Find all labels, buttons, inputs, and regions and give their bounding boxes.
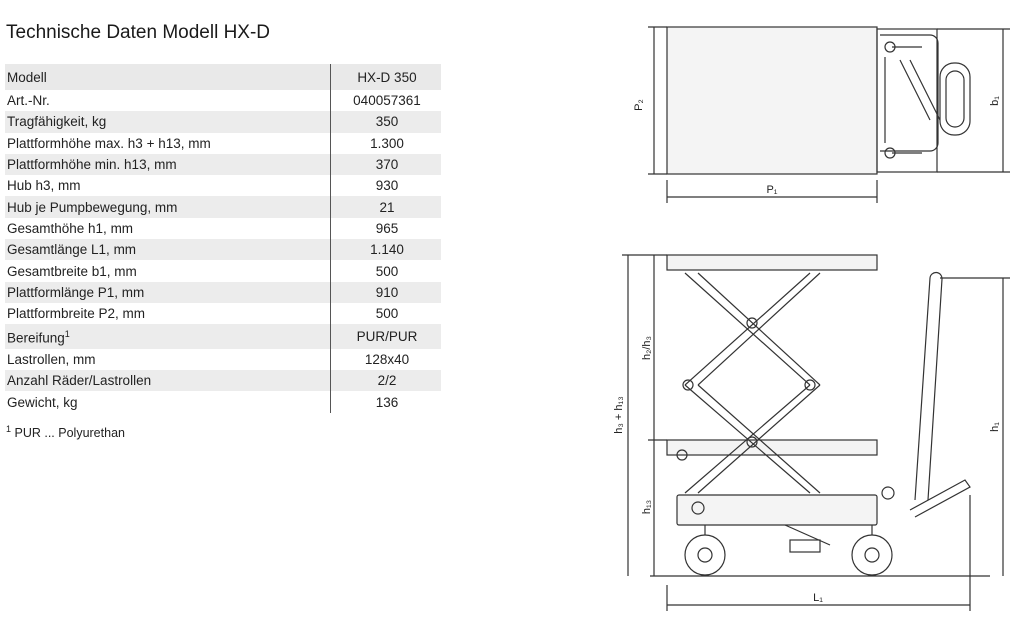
row-label-text: Hub je Pumpbewegung, mm (7, 199, 178, 215)
row-value: 350 (329, 111, 441, 133)
table-row: Plattformbreite P2, mm 500 (5, 302, 441, 325)
row-label: Plattformhöhe min. h13, mm (5, 153, 331, 176)
page-title: Technische Daten Modell HX-D (6, 22, 271, 43)
row-label: Gesamthöhe h1, mm (5, 218, 330, 239)
row-label: Gesamtlänge L1, mm (5, 239, 331, 261)
table-row: Gesamtlänge L1, mm 1.140 (5, 239, 441, 261)
row-value: 136 (329, 391, 441, 413)
row-label: Plattformlänge P1, mm (5, 281, 331, 303)
table-row: Lastrollen, mm 128x40 (5, 348, 441, 371)
row-label-text: Art.-Nr. (7, 93, 50, 109)
row-label: Hub h3, mm (5, 175, 330, 196)
row-value: 21 (329, 196, 441, 218)
row-label: Gesamtbreite b1, mm (5, 260, 330, 281)
technical-drawing: P₂ P₁ b₁ h₃ + h₁₃ h₂/h₃ h₁₃ h₁ L₁ (613, 26, 1010, 611)
row-value: PUR/PUR (329, 324, 441, 349)
row-label-text: Anzahl Räder/Lastrollen (7, 373, 152, 389)
row-label: Art.-Nr. (5, 90, 330, 111)
row-label: Tragfähigkeit, kg (5, 111, 331, 133)
row-value: 2/2 (329, 370, 441, 392)
dim-label-l1: L₁ (813, 592, 823, 604)
table-row: Anzahl Räder/Lastrollen 2/2 (5, 370, 441, 392)
table-row: Tragfähigkeit, kg 350 (5, 111, 441, 133)
row-value: 1.300 (329, 132, 441, 154)
table-row: Plattformhöhe min. h13, mm 370 (5, 153, 441, 176)
row-label: Plattformhöhe max. h3 + h13, mm (5, 133, 330, 154)
row-label-text: Gesamthöhe h1, mm (7, 220, 134, 236)
row-value: 500 (329, 260, 441, 282)
table-row: Gewicht, kg 136 (5, 391, 441, 413)
row-label-text: Tragfähigkeit, kg (7, 114, 107, 130)
header-label: Modell (5, 64, 331, 90)
table-row: Plattformlänge P1, mm 910 (5, 281, 441, 303)
table-row: Hub je Pumpbewegung, mm 21 (5, 196, 441, 218)
row-label-text: Plattformbreite P2, mm (7, 306, 146, 322)
row-label: Lastrollen, mm (5, 349, 330, 370)
row-label: Gewicht, kg (5, 391, 330, 412)
top-view (648, 26, 1010, 203)
row-label-text: Plattformhöhe max. h3 + h13, mm (7, 135, 211, 151)
row-label: Bereifung1 (5, 324, 331, 349)
row-label-text: Plattformlänge P1, mm (7, 284, 145, 300)
table-row: Gesamthöhe h1, mm 965 (5, 217, 441, 240)
footnote-marker: 1 (6, 424, 12, 434)
footnote: 1 PUR ... Polyurethan (6, 424, 125, 440)
side-view (622, 254, 1010, 611)
row-label-text: Bereifung (7, 330, 65, 346)
dim-label-h3-h13: h₃ + h₁₃ (613, 396, 625, 433)
row-label-text: Lastrollen, mm (7, 351, 96, 367)
row-value: 500 (329, 302, 441, 325)
footnote-ref: 1 (64, 329, 70, 340)
row-label: Hub je Pumpbewegung, mm (5, 196, 331, 218)
dim-label-h2-h3: h₂/h₃ (641, 336, 653, 360)
row-value: 910 (329, 281, 441, 303)
dim-label-h1: h₁ (989, 422, 1001, 432)
table-row: Art.-Nr. 040057361 (5, 90, 441, 112)
row-label: Anzahl Räder/Lastrollen (5, 370, 331, 392)
row-value: 040057361 (329, 90, 441, 112)
row-value: 930 (329, 175, 441, 197)
row-value: 128x40 (329, 348, 441, 371)
dim-label-h13: h₁₃ (641, 500, 653, 514)
dim-label-b1: b₁ (989, 96, 1001, 106)
row-value: 1.140 (329, 239, 441, 261)
row-label-text: Plattformhöhe min. h13, mm (7, 157, 177, 173)
row-label-text: Gesamtlänge L1, mm (7, 242, 137, 258)
row-label-text: Gesamtbreite b1, mm (7, 263, 137, 279)
table-row: Hub h3, mm 930 (5, 175, 441, 197)
row-label-text: Gewicht, kg (7, 394, 78, 410)
dim-label-p1: P₁ (766, 184, 777, 196)
table-row: Gesamtbreite b1, mm 500 (5, 260, 441, 282)
row-label: Plattformbreite P2, mm (5, 303, 330, 324)
dim-label-p2: P₂ (633, 99, 645, 111)
row-value: 965 (329, 217, 441, 240)
table-header-row: Modell HX-D 350 (5, 64, 441, 90)
row-value: 370 (329, 153, 441, 176)
header-model: HX-D 350 (329, 64, 441, 90)
table-row: Plattformhöhe max. h3 + h13, mm 1.300 (5, 132, 441, 154)
footnote-text: PUR ... Polyurethan (14, 426, 125, 441)
row-label-text: Hub h3, mm (7, 178, 81, 194)
